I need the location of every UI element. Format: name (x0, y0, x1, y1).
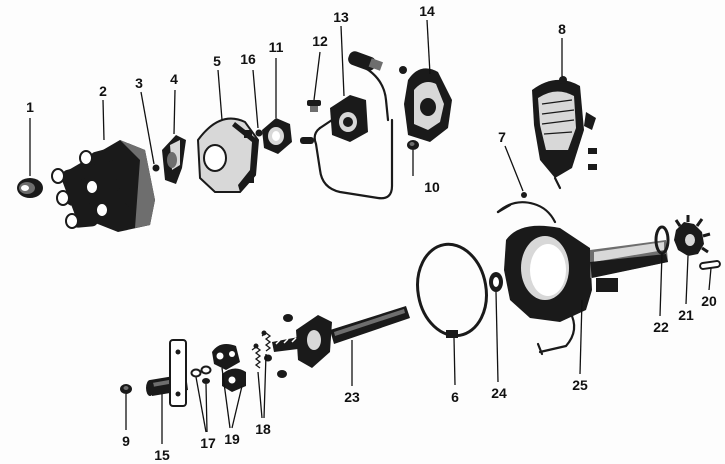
leader-18a (257, 371, 263, 419)
part-7-spring-clip (496, 192, 557, 224)
callout-10: 10 (424, 179, 440, 195)
leader-25 (579, 299, 583, 375)
part-12-screw (300, 100, 321, 144)
part-19-flyweights (212, 344, 246, 392)
part-8-vacuum-advance (532, 74, 597, 190)
callout-14: 14 (419, 3, 435, 19)
callout-2: 2 (99, 83, 107, 99)
leader-20 (708, 267, 712, 291)
leader-17a (195, 376, 207, 433)
callout-13: 13 (333, 9, 349, 25)
callout-12: 12 (312, 33, 328, 49)
callout-7: 7 (498, 129, 506, 145)
part-10-nut (407, 140, 419, 150)
leader-12 (313, 51, 321, 101)
part-9-nut (120, 384, 132, 394)
part-25-distributor-housing (504, 225, 668, 356)
leader-24 (495, 291, 499, 383)
part-1-rubber-cap (17, 178, 43, 198)
part-24-washer (489, 272, 503, 292)
part-20-pin (699, 260, 721, 270)
leader-5 (217, 69, 223, 121)
leader-18b (263, 353, 267, 419)
callout-1: 1 (26, 99, 34, 115)
leader-3 (140, 91, 155, 165)
callout-5: 5 (213, 53, 221, 69)
leader-22 (659, 252, 663, 317)
leader-16 (252, 69, 259, 129)
callout-19: 19 (224, 431, 240, 447)
part-5-dust-shield (196, 117, 260, 193)
leader-19a (221, 367, 231, 429)
callout-6: 6 (451, 389, 459, 405)
callout-17: 17 (200, 435, 216, 451)
part-11-contact-set (262, 118, 292, 154)
leader-19b (231, 385, 243, 429)
part-3-carbon-brush (152, 164, 160, 172)
leader-6 (453, 337, 456, 386)
leader-7 (504, 145, 524, 192)
leader-lines (29, 19, 712, 444)
callout-labels: 1 2 3 4 5 6 7 8 9 10 11 12 13 14 15 16 1… (26, 3, 717, 463)
leader-2 (102, 99, 105, 141)
part-4-rotor (162, 135, 186, 184)
part-15-cam (146, 339, 188, 407)
part-21-drive-gear (674, 215, 711, 256)
callout-16: 16 (240, 51, 256, 67)
callout-21: 21 (678, 307, 694, 323)
callout-8: 8 (558, 21, 566, 37)
leader-4 (173, 89, 176, 135)
callout-24: 24 (491, 385, 507, 401)
part-18-advance-springs (251, 330, 272, 369)
leader-13 (340, 25, 345, 97)
part-17-washers (190, 365, 212, 384)
callout-11: 11 (269, 39, 284, 55)
leader-21 (685, 255, 689, 305)
part-14-breaker-plate (348, 51, 452, 142)
callout-25: 25 (572, 377, 588, 393)
callout-15: 15 (154, 447, 170, 463)
part-6-gasket (416, 242, 488, 338)
part-23-distributor-shaft (264, 306, 410, 378)
callout-4: 4 (170, 71, 178, 87)
callout-9: 9 (122, 433, 130, 449)
callout-3: 3 (135, 75, 143, 91)
leader-17b (205, 383, 208, 433)
callout-20: 20 (701, 293, 717, 309)
callout-18: 18 (255, 421, 271, 437)
part-13-condenser (313, 95, 394, 200)
leader-14 (426, 19, 431, 75)
callout-22: 22 (653, 319, 669, 335)
callout-23: 23 (344, 389, 360, 405)
part-16-washer (255, 129, 263, 137)
part-2-distributor-cap (51, 140, 155, 232)
